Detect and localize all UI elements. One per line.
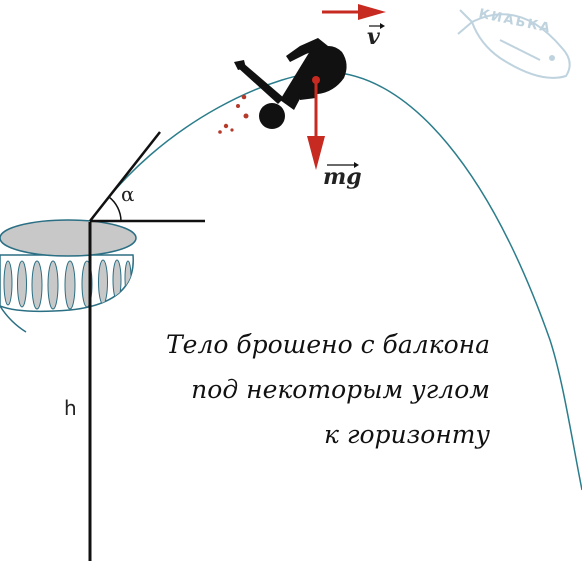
balcony	[0, 219, 137, 333]
angle-label: α	[121, 182, 135, 206]
logo-fish-icon	[457, 9, 571, 79]
vector-overline-arrows	[327, 23, 385, 168]
caption-line-1: Тело брошено с балкона	[165, 330, 490, 359]
velocity-vector	[322, 4, 386, 20]
caption-line-2: под некоторым углом	[191, 375, 490, 404]
launch-direction-line	[89, 131, 161, 222]
caption-line-3: к горизонту	[323, 420, 490, 449]
balcony-top	[0, 219, 137, 257]
blood-drops	[218, 94, 249, 134]
falling-person-silhouette	[234, 38, 347, 129]
gravity-force-vector	[307, 76, 325, 170]
trajectory-curve	[89, 71, 582, 491]
velocity-label: v	[367, 24, 380, 50]
balcony-wall	[0, 305, 27, 333]
weight-label: mg	[323, 164, 362, 190]
angle-arc	[108, 196, 122, 222]
height-label: h	[64, 396, 77, 420]
